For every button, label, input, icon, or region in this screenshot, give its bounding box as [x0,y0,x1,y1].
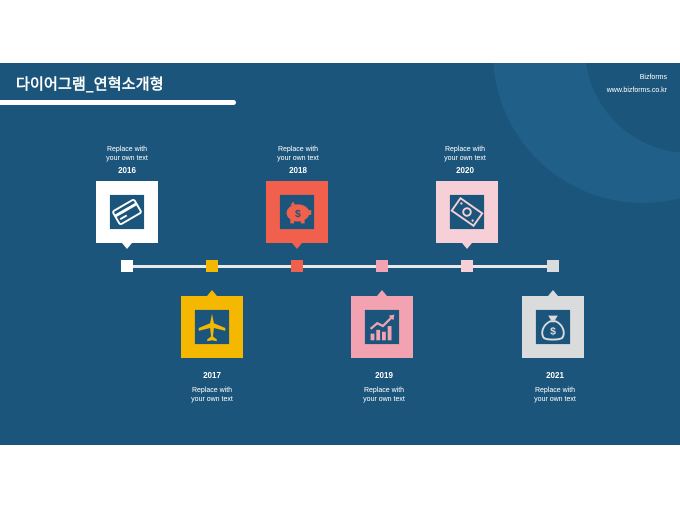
timeline-node-2016 [121,260,133,272]
milestone-2020-year: 2020 [456,166,474,175]
milestone-2016-pointer [122,243,132,249]
milestone-2017-card [181,296,243,358]
title-underline [0,100,236,105]
milestone-2021-pointer [548,290,558,296]
milestone-2018-year: 2018 [289,166,307,175]
timeline-node-2021 [547,260,559,272]
svg-text:$: $ [295,209,301,220]
milestone-2019-year: 2019 [375,371,393,380]
milestone-2021-card: $ [522,296,584,358]
milestone-2020-pointer [462,243,472,249]
milestone-2019-pointer [377,290,387,296]
milestone-2018-card: $ [266,181,328,243]
timeline-node-2017 [206,260,218,272]
timeline-node-2020 [461,260,473,272]
airplane-icon [194,309,230,345]
piggy-bank-icon: $ [279,194,315,230]
banknote-icon [449,194,485,230]
milestone-2016-card [96,181,158,243]
page-title: 다이어그램_연혁소개형 [16,75,164,93]
brand-url: www.bizforms.co.kr [606,87,667,94]
milestone-2018-pointer [292,243,302,249]
milestone-2016-year: 2016 [118,166,136,175]
milestone-2019-card [351,296,413,358]
milestone-2020-card [436,181,498,243]
timeline-line [126,265,554,268]
brand-block: Bizforms www.bizforms.co.kr [607,71,667,97]
credit-card-icon [109,194,145,230]
svg-text:$: $ [550,327,556,338]
slide: 다이어그램_연혁소개형 Bizforms www.bizforms.co.kr … [0,63,680,445]
growth-chart-icon [364,309,400,345]
milestone-2017-year: 2017 [203,371,221,380]
brand-name: Bizforms [639,74,667,81]
milestone-2021-year: 2021 [546,371,564,380]
milestone-2017-pointer [207,290,217,296]
timeline-node-2019 [376,260,388,272]
timeline-node-2018 [291,260,303,272]
money-bag-icon: $ [535,309,571,345]
